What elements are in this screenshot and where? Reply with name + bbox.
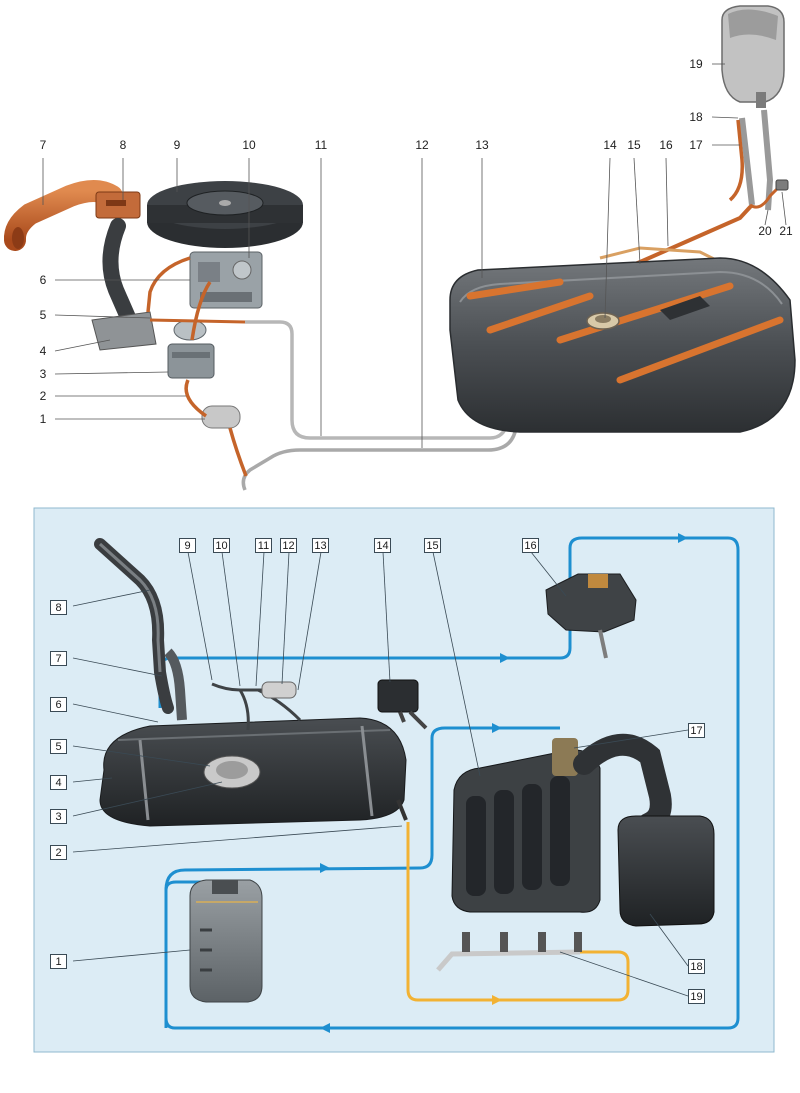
vapor-arrow: [492, 723, 502, 733]
fuel-line-2: [396, 799, 408, 821]
callout-bottom-14: 14: [374, 538, 391, 553]
bottom-diagram: [33, 507, 775, 1053]
callout-top-17: 17: [689, 138, 703, 152]
fuel-line-yellow: [406, 822, 630, 1002]
callout-bottom-2: 2: [50, 845, 67, 860]
callout-top-3: 3: [39, 367, 47, 381]
valve-21: [775, 179, 789, 191]
callout-bottom-1: 1: [50, 954, 67, 969]
callout-bottom-16: 16: [522, 538, 539, 553]
callout-bottom-8: 8: [50, 600, 67, 615]
callout-top-15: 15: [627, 138, 641, 152]
purge-valve: [377, 679, 419, 713]
canister: [189, 879, 263, 1003]
callout-top-21: 21: [779, 224, 793, 238]
hose-20: [749, 186, 780, 209]
callout-bottom-15: 15: [424, 538, 441, 553]
air-filter: [147, 181, 303, 248]
callout-bottom-9: 9: [179, 538, 196, 553]
vapor-arrow: [500, 653, 510, 663]
callout-top-13: 13: [475, 138, 489, 152]
callout-top-1: 1: [39, 412, 47, 426]
callout-bottom-11: 11: [255, 538, 272, 553]
return-tube-5: [149, 318, 246, 324]
fuel-tank: [99, 717, 407, 827]
callout-bottom-10: 10: [213, 538, 230, 553]
callout-bottom-18: 18: [688, 959, 705, 974]
callout-top-7: 7: [39, 138, 47, 152]
callout-bottom-5: 5: [50, 739, 67, 754]
vapor-arrow: [320, 1023, 330, 1033]
fuel-arrow: [492, 995, 502, 1005]
vapor-line-canister: [164, 880, 210, 891]
filler-neck: [739, 109, 774, 211]
evap-canister: [721, 5, 785, 108]
callout-top-19: 19: [689, 57, 703, 71]
callout-top-12: 12: [415, 138, 429, 152]
copper-tube-pump: [184, 281, 248, 477]
vapor-arrow: [320, 863, 330, 873]
callout-bottom-3: 3: [50, 809, 67, 824]
callout-bottom-4: 4: [50, 775, 67, 790]
callout-bottom-6: 6: [50, 697, 67, 712]
fuel-pump: [167, 319, 215, 379]
callout-top-9: 9: [173, 138, 181, 152]
callout-top-2: 2: [39, 389, 47, 403]
manifold-hose: [102, 218, 138, 330]
vapor-arrow: [678, 533, 688, 543]
callout-top-5: 5: [39, 308, 47, 322]
callout-bottom-12: 12: [280, 538, 297, 553]
vent-tube: [164, 648, 187, 721]
callout-top-11: 11: [314, 138, 328, 152]
fuel-rail: [436, 932, 582, 972]
top-diagram: [3, 5, 796, 491]
callout-top-18: 18: [689, 110, 703, 124]
bottom-leaders: [72, 551, 689, 997]
callout-top-8: 8: [119, 138, 127, 152]
fuel-tank: [449, 257, 796, 433]
intake-manifold: [451, 738, 601, 913]
separator: [545, 573, 637, 659]
copper-tube-carb: [146, 256, 191, 313]
callout-bottom-17: 17: [688, 723, 705, 738]
vapor-line-blue: [164, 726, 560, 1028]
fuel-filter: [201, 405, 241, 429]
callout-top-16: 16: [659, 138, 673, 152]
callout-top-20: 20: [758, 224, 772, 238]
top-leaders: [42, 63, 787, 448]
callout-top-6: 6: [39, 273, 47, 287]
callout-top-14: 14: [603, 138, 617, 152]
callout-bottom-13: 13: [312, 538, 329, 553]
air-filter-box: [617, 815, 715, 927]
callout-top-10: 10: [242, 138, 256, 152]
callout-top-4: 4: [39, 344, 47, 358]
callout-bottom-7: 7: [50, 651, 67, 666]
vapor-tube-17: [728, 119, 744, 202]
fuel-filter: [261, 681, 297, 699]
callout-bottom-19: 19: [688, 989, 705, 1004]
